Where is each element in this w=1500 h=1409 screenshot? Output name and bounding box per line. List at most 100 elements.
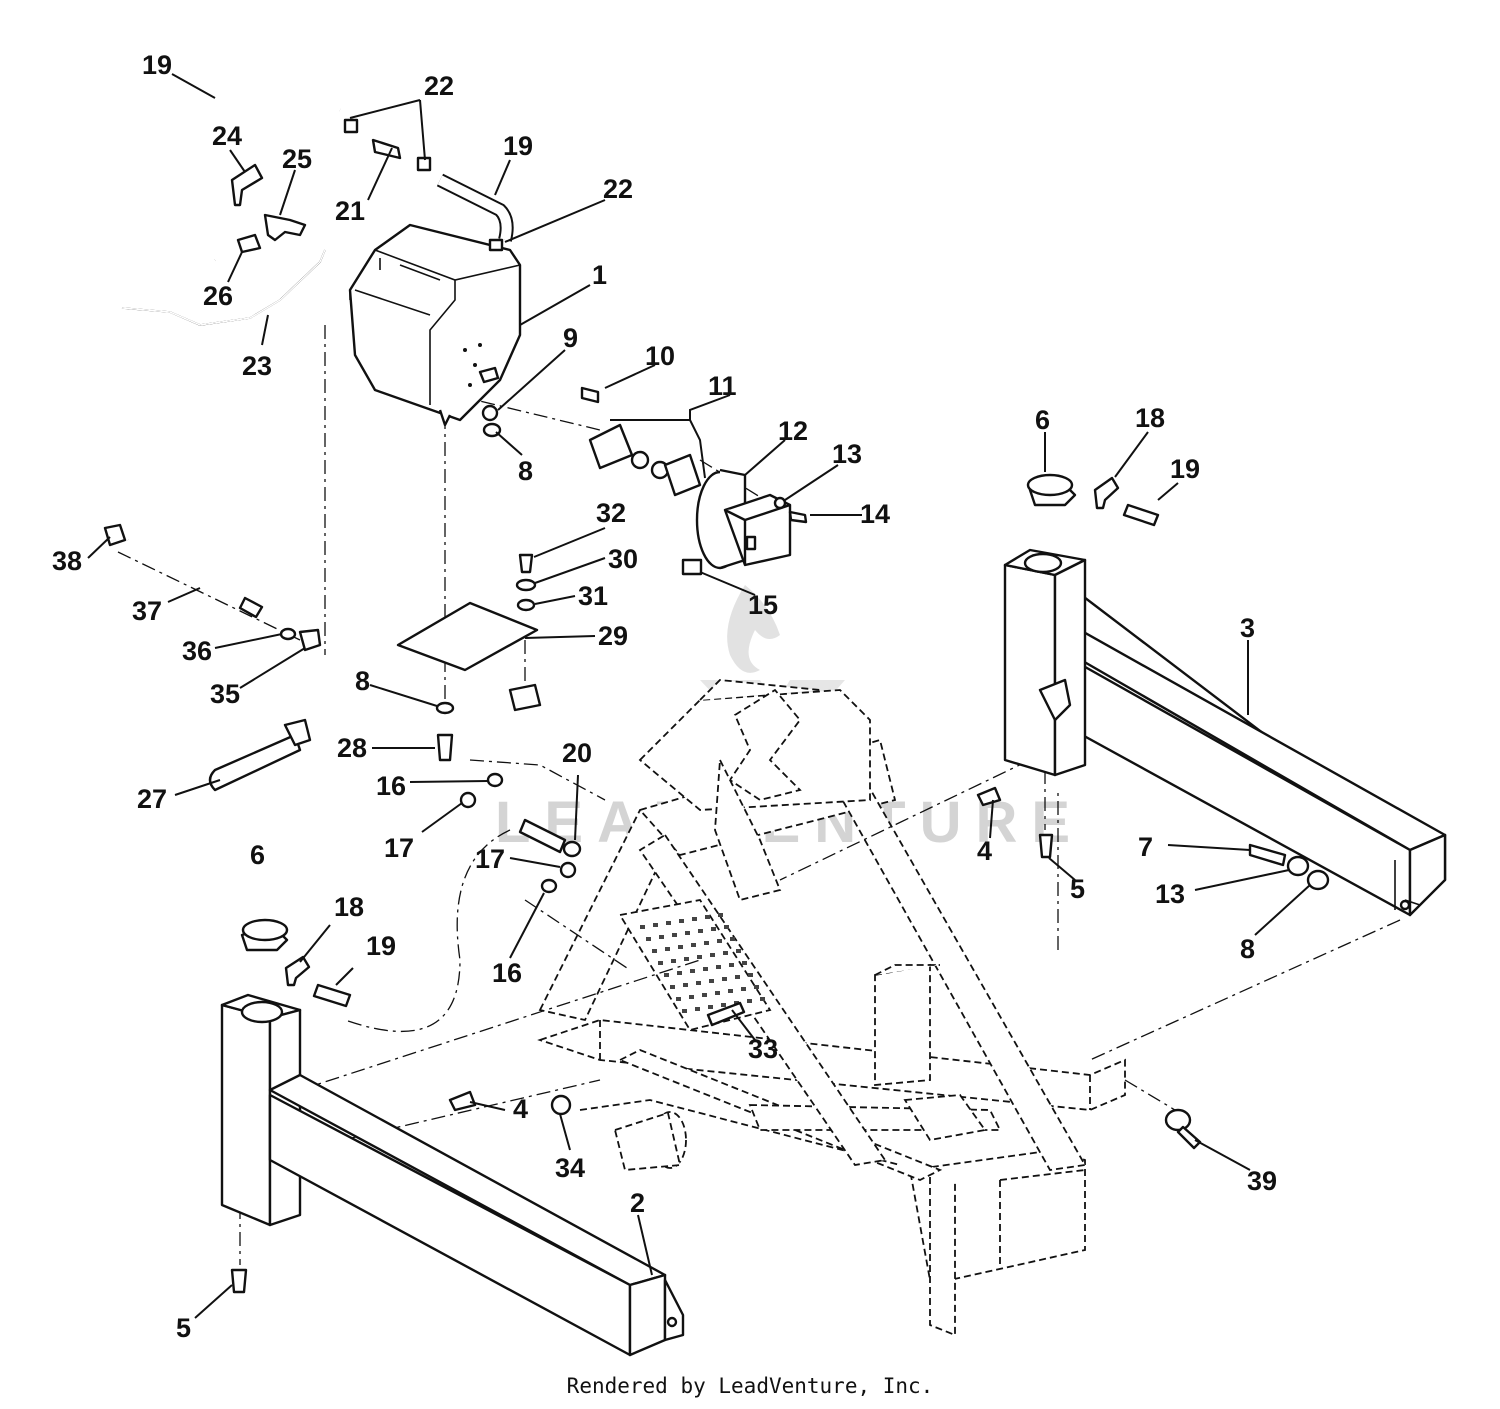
plate-hole	[754, 985, 759, 989]
callout-15: 15	[748, 590, 778, 620]
plate-hole	[653, 923, 658, 927]
callout-26: 26	[203, 281, 233, 311]
callout-1: 1	[592, 260, 607, 290]
callout-4: 4	[513, 1094, 528, 1124]
callout-37: 37	[132, 596, 162, 626]
right-log-beam	[1003, 548, 1447, 917]
hydraulic-tank	[348, 223, 522, 427]
callout-17: 17	[384, 833, 414, 863]
callout-28: 28	[337, 733, 367, 763]
callout-8: 8	[1240, 934, 1255, 964]
callout-16: 16	[376, 771, 406, 801]
plate-hole	[676, 997, 681, 1001]
plate-hole	[728, 989, 733, 993]
plate-hole	[671, 959, 676, 963]
callout-27: 27	[137, 784, 167, 814]
callout-9: 9	[563, 323, 578, 353]
callout-34: 34	[555, 1153, 585, 1183]
plate-hole	[704, 941, 709, 945]
footer-credit: Rendered by LeadVenture, Inc.	[566, 1374, 934, 1398]
callout-labels: 19 22 24 25 19 21 22 1 26 23 9 10 11 8 1…	[52, 50, 1277, 1343]
plate-hole	[730, 937, 735, 941]
callout-24: 24	[212, 121, 242, 151]
plate-hole	[747, 999, 752, 1003]
plate-hole	[748, 973, 753, 977]
plate-hole	[679, 919, 684, 923]
callout-25: 25	[282, 144, 312, 174]
plate-hole	[715, 991, 720, 995]
callout-22: 22	[424, 71, 454, 101]
plate-hole	[666, 921, 671, 925]
plate-hole	[695, 1007, 700, 1011]
splitter-frame	[537, 679, 1126, 1337]
plate-hole	[735, 975, 740, 979]
plate-hole	[678, 945, 683, 949]
plate-hole	[690, 969, 695, 973]
callout-19: 19	[503, 131, 533, 161]
plate-hole	[716, 965, 721, 969]
pump-assembly	[580, 386, 792, 576]
plate-hole	[742, 961, 747, 965]
callout-29: 29	[598, 621, 628, 651]
callout-31: 31	[578, 581, 608, 611]
callout-7: 7	[1138, 832, 1153, 862]
callout-23: 23	[242, 351, 272, 381]
callout-18: 18	[1135, 403, 1165, 433]
plate-hole	[722, 977, 727, 981]
plate-hole	[760, 997, 765, 1001]
plate-hole	[709, 979, 714, 983]
plate-hole	[723, 951, 728, 955]
callout-19: 19	[366, 931, 396, 961]
plate-hole	[664, 973, 669, 977]
plate-hole	[734, 1001, 739, 1005]
plate-hole	[697, 955, 702, 959]
callout-3: 3	[1240, 613, 1255, 643]
plate-hole	[711, 927, 716, 931]
callout-8: 8	[518, 456, 533, 486]
plate-hole	[672, 933, 677, 937]
callout-21: 21	[335, 196, 365, 226]
callout-35: 35	[210, 679, 240, 709]
plate-hole	[736, 949, 741, 953]
push-plate-holes	[640, 913, 765, 1013]
callout-4: 4	[977, 836, 992, 866]
plate-hole	[698, 929, 703, 933]
callout-33: 33	[748, 1034, 778, 1064]
plate-hole	[708, 1005, 713, 1009]
plate-hole	[652, 949, 657, 953]
callout-14: 14	[860, 499, 890, 529]
small-fittings	[103, 96, 1330, 1294]
callout-6: 6	[1035, 405, 1050, 435]
plate-hole	[696, 981, 701, 985]
left-log-beam	[220, 993, 685, 1357]
callout-18: 18	[334, 892, 364, 922]
callout-19: 19	[1170, 454, 1200, 484]
callout-5: 5	[176, 1313, 191, 1343]
callout-6: 6	[250, 840, 265, 870]
plate-hole	[729, 963, 734, 967]
callout-20: 20	[562, 738, 592, 768]
plate-hole	[685, 931, 690, 935]
callout-30: 30	[608, 544, 638, 574]
callout-2: 2	[630, 1188, 645, 1218]
callout-19: 19	[142, 50, 172, 80]
assembly-centerlines	[117, 325, 1401, 1265]
plate-hole	[670, 985, 675, 989]
callout-11: 11	[708, 371, 737, 401]
callout-12: 12	[778, 416, 808, 446]
callout-39: 39	[1247, 1166, 1277, 1196]
plate-hole	[684, 957, 689, 961]
plate-hole	[682, 1009, 687, 1013]
plate-hole	[703, 967, 708, 971]
callout-17: 17	[475, 844, 505, 874]
plate-hole	[677, 971, 682, 975]
leader-lines	[87, 73, 1311, 1319]
callout-13: 13	[832, 439, 862, 469]
plate-hole	[658, 961, 663, 965]
callout-16: 16	[492, 958, 522, 988]
plate-hole	[659, 935, 664, 939]
plate-hole	[702, 993, 707, 997]
callout-38: 38	[52, 546, 82, 576]
